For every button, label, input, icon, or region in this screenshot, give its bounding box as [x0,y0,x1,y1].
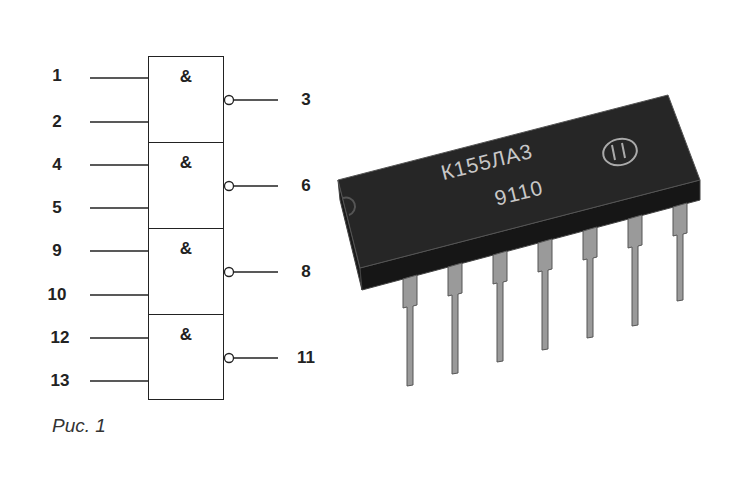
pin-number: 6 [301,176,310,196]
inverter-bubbles [225,96,234,363]
and-gate-box: & [148,142,224,230]
pin-number: 13 [51,371,70,391]
pin-number: 11 [297,348,315,368]
pin-number: 5 [52,198,61,218]
gate-symbol: & [180,325,192,345]
pin-number: 4 [52,155,61,175]
pin-number: 9 [52,241,61,261]
and-gate-box: & [148,228,224,316]
pin-number: 10 [48,285,67,305]
gate-symbol: & [180,67,192,87]
gate-symbol: & [180,239,192,259]
pin-number: 3 [301,90,310,110]
figure-caption: Рис. 1 [52,415,106,437]
gate-symbol: & [180,153,192,173]
pin-number: 12 [51,328,70,348]
pin-number: 1 [52,66,61,86]
chip-photo [338,95,700,386]
pin-number: 8 [301,262,310,282]
pin-number: 2 [52,112,61,132]
and-gate-box: & [148,56,224,144]
and-gate-box: & [148,314,224,400]
